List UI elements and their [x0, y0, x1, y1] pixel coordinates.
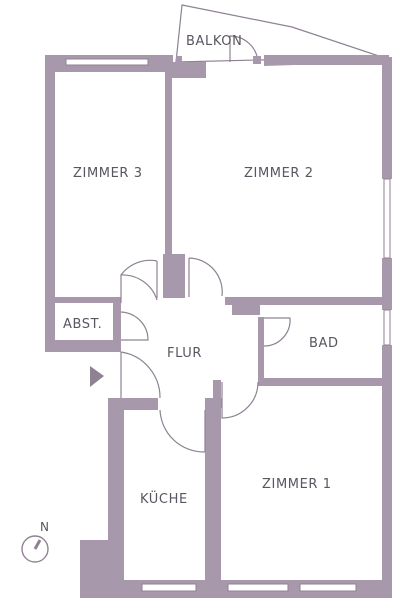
- wall-z2-bottom-post: [232, 300, 260, 315]
- wall-left: [45, 55, 55, 352]
- wall-bad-bottom: [258, 378, 392, 386]
- window-z1-bottom-right: [299, 583, 357, 592]
- door-zimmer3-arc: [120, 259, 158, 276]
- wall-kitchen-left: [108, 402, 124, 580]
- door-kitchen: [159, 409, 206, 453]
- wall-z3-z2-lower: [163, 254, 185, 298]
- room-label-kueche: KÜCHE: [140, 490, 188, 507]
- wall-right-low: [382, 345, 392, 598]
- window-bad-right: [383, 309, 391, 346]
- room-label-abst: ABST.: [63, 317, 102, 332]
- room-label-zimmer1: ZIMMER 1: [262, 477, 332, 492]
- north-arrow-icon: [21, 535, 49, 563]
- wall-z1-left: [213, 380, 221, 580]
- window-z2-right: [383, 178, 391, 259]
- wall-top-slant: [264, 55, 389, 66]
- window-kitchen-bottom: [141, 583, 197, 592]
- entrance-arrow-icon: [90, 366, 104, 387]
- window-z1-bottom-left: [227, 583, 289, 592]
- room-label-zimmer3: ZIMMER 3: [73, 166, 143, 181]
- door-zimmer3: [120, 274, 158, 303]
- wall-z3-bottom: [55, 297, 121, 303]
- wall-right-top: [382, 57, 392, 179]
- wall-z2-bottom: [225, 297, 392, 305]
- wall-top-right: [168, 62, 206, 78]
- wall-z3-z2: [165, 62, 172, 256]
- balcony-rail: [176, 56, 182, 64]
- door-zimmer2: [188, 257, 223, 297]
- wall-right-mid: [382, 258, 392, 310]
- door-zimmer1: [221, 381, 259, 419]
- room-label-balkon: BALKON: [186, 34, 242, 49]
- door-bad: [263, 317, 291, 347]
- wall-left-abst: [45, 340, 121, 352]
- wall-kitchen-step: [80, 540, 124, 598]
- window-z3-top: [65, 58, 149, 66]
- door-balcony-post: [253, 56, 261, 64]
- wall-kitchen-top: [108, 398, 158, 410]
- compass-label: N: [40, 520, 49, 534]
- wall-flur-kitchen: [206, 398, 222, 408]
- wall-bad-left: [258, 317, 264, 383]
- room-label-flur: FLUR: [167, 346, 202, 361]
- wall-abst-right: [113, 303, 121, 352]
- wall-kitchen-right: [205, 398, 215, 580]
- room-label-bad: BAD: [309, 336, 339, 351]
- room-label-zimmer2: ZIMMER 2: [244, 166, 314, 181]
- door-entrance: [120, 351, 161, 399]
- door-abst: [120, 311, 149, 341]
